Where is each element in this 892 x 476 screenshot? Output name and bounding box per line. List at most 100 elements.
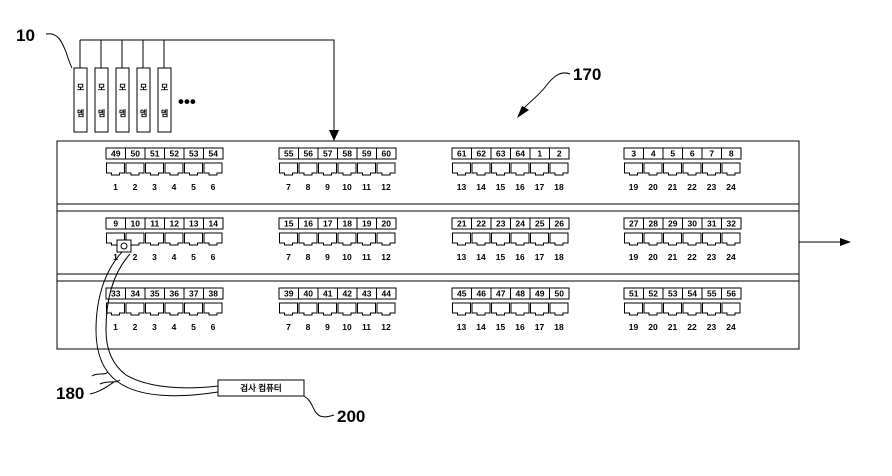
port-number: 11 bbox=[362, 322, 371, 332]
port-jack bbox=[643, 232, 663, 246]
modem-ellipsis: ••• bbox=[178, 92, 196, 111]
channel-number: 48 bbox=[516, 289, 526, 299]
ref-patch-panel: 170 bbox=[573, 65, 601, 84]
port-number: 7 bbox=[286, 182, 291, 192]
channel-number: 38 bbox=[209, 289, 219, 299]
port-jack bbox=[164, 232, 184, 246]
port-number: 23 bbox=[707, 252, 717, 262]
port-jack bbox=[125, 302, 145, 316]
arrow-into-panel bbox=[329, 130, 339, 141]
port-jack bbox=[145, 162, 164, 176]
modem-box bbox=[136, 67, 151, 133]
channel-number: 21 bbox=[457, 219, 467, 229]
port-jack bbox=[491, 232, 510, 246]
port-number: 14 bbox=[476, 182, 486, 192]
channel-number: 26 bbox=[555, 219, 565, 229]
port-jack bbox=[491, 162, 510, 176]
port-number: 4 bbox=[172, 182, 177, 192]
port-jack bbox=[530, 302, 549, 316]
modem-label-bottom: 뎀 bbox=[98, 108, 105, 118]
port-jack bbox=[682, 162, 702, 176]
port-number: 5 bbox=[191, 252, 196, 262]
port-jack bbox=[682, 232, 702, 246]
port-number: 11 bbox=[362, 182, 371, 192]
port-number: 6 bbox=[211, 182, 216, 192]
port-number: 19 bbox=[629, 252, 639, 262]
port-jack bbox=[298, 302, 318, 316]
port-number: 10 bbox=[342, 322, 352, 332]
port-jack bbox=[549, 302, 569, 316]
test-cable-inner bbox=[105, 253, 219, 389]
port-number: 4 bbox=[172, 252, 177, 262]
port-jack bbox=[279, 162, 298, 176]
channel-number: 1 bbox=[537, 149, 542, 159]
port-number: 13 bbox=[457, 322, 467, 332]
channel-number: 13 bbox=[189, 219, 199, 229]
leader-cable bbox=[89, 381, 115, 395]
leader-test-computer bbox=[303, 395, 335, 418]
port-number: 18 bbox=[554, 322, 564, 332]
leader-modems bbox=[45, 33, 73, 69]
port-jack bbox=[337, 302, 357, 316]
modem-label-bottom: 뎀 bbox=[119, 108, 126, 118]
port-number: 24 bbox=[726, 252, 736, 262]
port-jack bbox=[318, 162, 337, 176]
modem-box bbox=[157, 67, 172, 133]
port-number: 14 bbox=[476, 252, 486, 262]
modem-3: 모뎀 bbox=[115, 40, 130, 133]
port-jack bbox=[510, 162, 530, 176]
channel-number: 55 bbox=[284, 149, 294, 159]
port-number: 16 bbox=[515, 252, 525, 262]
port-jack bbox=[357, 232, 376, 246]
port-jack bbox=[145, 232, 164, 246]
channel-number: 31 bbox=[707, 219, 717, 229]
port-jack bbox=[452, 232, 471, 246]
port-jack bbox=[298, 162, 318, 176]
port-jack bbox=[203, 232, 223, 246]
port-number: 3 bbox=[152, 252, 157, 262]
port-number: 10 bbox=[342, 182, 352, 192]
port-number: 15 bbox=[496, 322, 506, 332]
port-jack bbox=[471, 232, 491, 246]
channel-number: 55 bbox=[707, 289, 717, 299]
port-number: 19 bbox=[629, 182, 639, 192]
channel-number: 56 bbox=[727, 289, 737, 299]
channel-number: 53 bbox=[189, 149, 199, 159]
channel-number: 7 bbox=[709, 149, 714, 159]
port-jack bbox=[106, 162, 125, 176]
channel-number: 35 bbox=[150, 289, 160, 299]
port-number: 16 bbox=[515, 182, 525, 192]
channel-number: 11 bbox=[150, 219, 159, 229]
leader-patch-panel-arrowhead bbox=[517, 106, 529, 118]
port-jack bbox=[624, 232, 643, 246]
port-jack bbox=[682, 302, 702, 316]
modem-box bbox=[94, 67, 109, 133]
test-plug-pin bbox=[120, 242, 128, 250]
port-jack bbox=[663, 302, 682, 316]
port-number: 13 bbox=[457, 252, 467, 262]
port-number: 15 bbox=[496, 252, 506, 262]
channel-number: 4 bbox=[651, 149, 656, 159]
test-cable-outer bbox=[95, 249, 219, 397]
channel-number: 56 bbox=[304, 149, 314, 159]
port-number: 21 bbox=[668, 322, 678, 332]
port-jack bbox=[357, 162, 376, 176]
port-number: 12 bbox=[381, 182, 391, 192]
channel-number: 51 bbox=[629, 289, 639, 299]
channel-number: 27 bbox=[629, 219, 639, 229]
port-number: 21 bbox=[668, 182, 678, 192]
port-number: 6 bbox=[211, 322, 216, 332]
port-number: 1 bbox=[113, 322, 118, 332]
channel-number: 52 bbox=[170, 149, 180, 159]
channel-number: 30 bbox=[688, 219, 698, 229]
